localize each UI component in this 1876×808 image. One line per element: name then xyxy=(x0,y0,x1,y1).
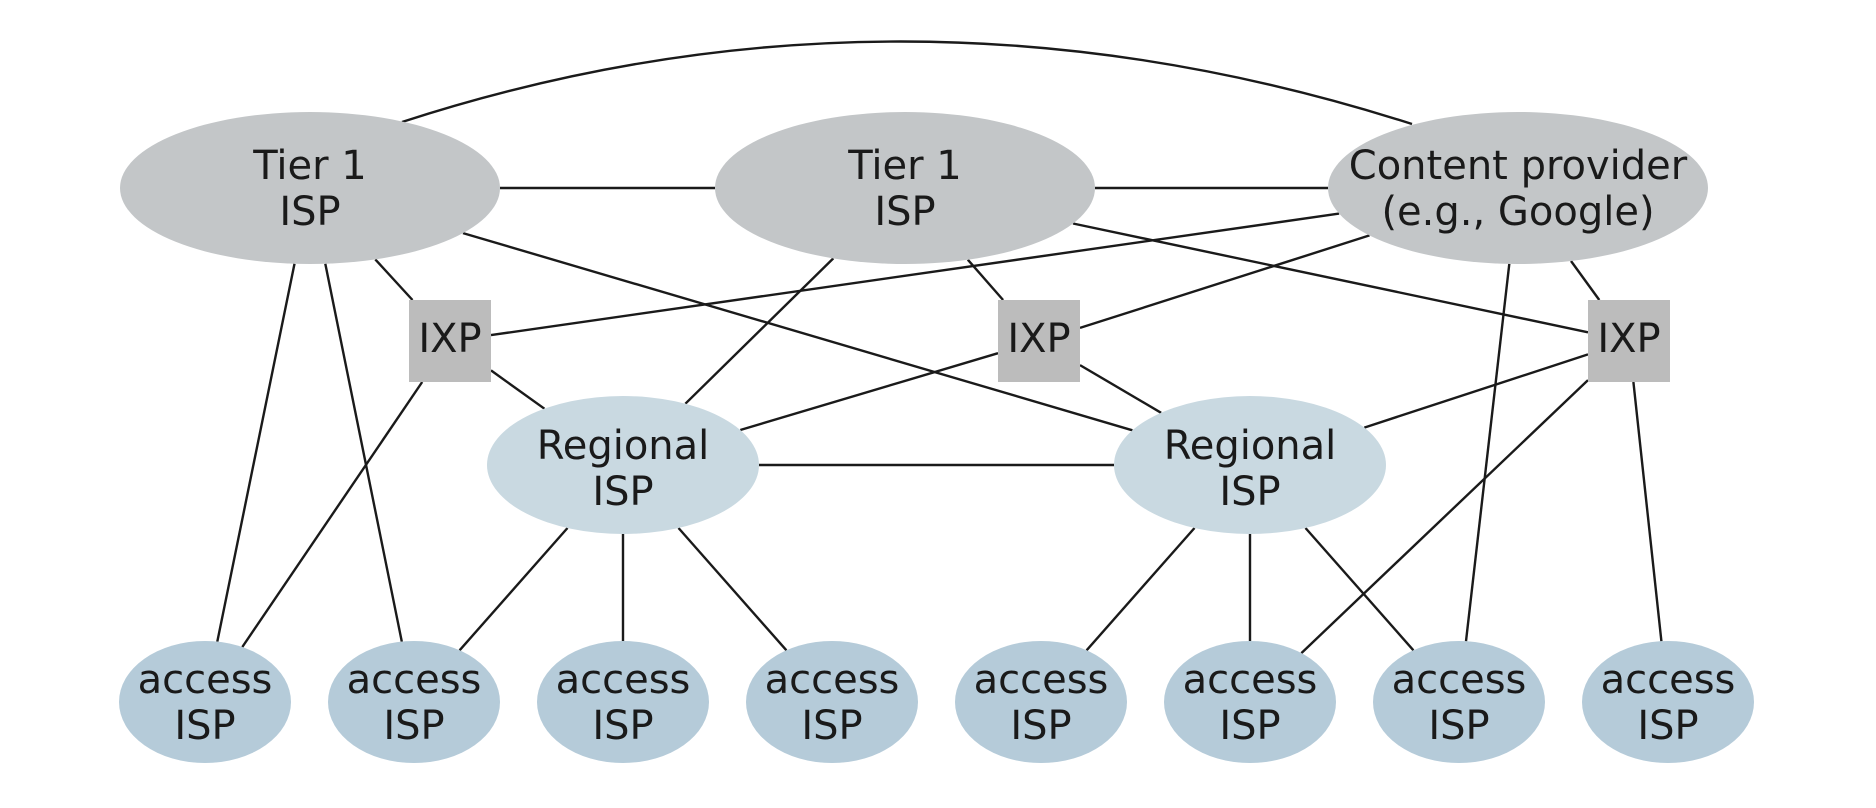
access-isp-8-line2: ISP xyxy=(1637,703,1698,749)
link-ixp-1-to-access-isp-1 xyxy=(241,381,424,648)
access-isp-4-shape xyxy=(746,641,918,763)
tier1-isp-left-shape xyxy=(120,112,500,264)
link-tier1-left-to-content-provider-arc xyxy=(401,40,1413,126)
link-ixp-2-to-regional-isp-1 xyxy=(739,352,999,432)
link-tier1-left-to-ixp-1 xyxy=(374,258,414,301)
links-layer xyxy=(216,40,1663,654)
link-regional-isp-1-to-access-isp-4 xyxy=(677,527,788,652)
access-isp-7: access ISP xyxy=(1373,641,1545,763)
tier1-isp-left-line2: ISP xyxy=(279,189,340,235)
ixp-3-label: IXP xyxy=(1597,316,1660,362)
regional-isp-1-line1: Regional xyxy=(537,423,710,469)
link-content-provider-to-access-isp-7 xyxy=(1464,263,1511,642)
access-isp-8-line1: access xyxy=(1601,657,1736,703)
tier1-isp-left: Tier 1 ISP xyxy=(120,112,500,264)
link-tier1-mid-to-ixp-3 xyxy=(1072,222,1589,334)
link-content-provider-to-ixp-2 xyxy=(1079,234,1370,330)
regional-isp-2-line2: ISP xyxy=(1219,469,1280,515)
regional-isp-2-shape xyxy=(1114,396,1386,534)
ixp-1: IXP xyxy=(409,300,491,382)
tier1-isp-middle-shape xyxy=(715,112,1095,264)
access-isp-1-line2: ISP xyxy=(174,703,235,749)
access-isp-3-line1: access xyxy=(556,657,691,703)
regional-isp-1: Regional ISP xyxy=(487,396,759,534)
link-ixp-2-to-regional-isp-2 xyxy=(1079,364,1162,414)
access-isp-2-line1: access xyxy=(347,657,482,703)
link-ixp-3-to-regional-isp-2 xyxy=(1363,353,1589,429)
link-tier1-mid-to-regional-isp-1 xyxy=(684,257,835,405)
access-isp-6: access ISP xyxy=(1164,641,1336,763)
access-isp-8: access ISP xyxy=(1582,641,1754,763)
access-isp-2-shape xyxy=(328,641,500,763)
content-provider: Content provider (e.g., Google) xyxy=(1328,112,1708,264)
content-provider-line1: Content provider xyxy=(1349,143,1688,189)
link-tier1-left-to-access-isp-2 xyxy=(324,263,403,642)
link-tier1-left-to-access-isp-1 xyxy=(216,263,296,642)
access-isp-1-shape xyxy=(119,641,291,763)
access-isp-3: access ISP xyxy=(537,641,709,763)
ixp-2-label: IXP xyxy=(1007,316,1070,362)
access-isp-3-line2: ISP xyxy=(592,703,653,749)
access-isp-4-line2: ISP xyxy=(801,703,862,749)
access-isp-6-line2: ISP xyxy=(1219,703,1280,749)
access-isp-1-line1: access xyxy=(138,657,273,703)
access-isp-4-line1: access xyxy=(765,657,900,703)
tier1-isp-middle-line2: ISP xyxy=(874,189,935,235)
link-regional-isp-2-to-access-isp-7 xyxy=(1304,527,1415,652)
link-content-provider-to-ixp-1 xyxy=(490,212,1340,337)
tier1-isp-middle-line1: Tier 1 xyxy=(847,143,962,189)
access-isp-6-shape xyxy=(1164,641,1336,763)
access-isp-4: access ISP xyxy=(746,641,918,763)
access-isp-5-line2: ISP xyxy=(1010,703,1071,749)
link-tier1-left-to-regional-isp-2 xyxy=(462,231,1133,432)
access-isp-7-shape xyxy=(1373,641,1545,763)
access-isp-2: access ISP xyxy=(328,641,500,763)
access-isp-8-shape xyxy=(1582,641,1754,763)
access-isp-3-shape xyxy=(537,641,709,763)
tier1-isp-middle: Tier 1 ISP xyxy=(715,112,1095,264)
access-isp-5-shape xyxy=(955,641,1127,763)
ixp-2-box xyxy=(998,300,1080,382)
content-provider-shape xyxy=(1328,112,1708,264)
link-content-provider-to-ixp-3 xyxy=(1570,260,1601,301)
ixp-2: IXP xyxy=(998,300,1080,382)
ixp-3: IXP xyxy=(1588,300,1670,382)
link-ixp-3-to-access-isp-6 xyxy=(1300,379,1589,654)
link-regional-isp-1-to-access-isp-2 xyxy=(458,527,569,652)
access-isp-2-line2: ISP xyxy=(383,703,444,749)
ixp-1-box xyxy=(409,300,491,382)
access-isp-5: access ISP xyxy=(955,641,1127,763)
content-provider-line2: (e.g., Google) xyxy=(1381,189,1654,235)
tier1-isp-left-line1: Tier 1 xyxy=(252,143,367,189)
access-isp-7-line2: ISP xyxy=(1428,703,1489,749)
access-isp-7-line1: access xyxy=(1392,657,1527,703)
access-isp-6-line1: access xyxy=(1183,657,1318,703)
regional-isp-2-line1: Regional xyxy=(1164,423,1337,469)
link-regional-isp-2-to-access-isp-5 xyxy=(1085,527,1196,652)
regional-isp-1-line2: ISP xyxy=(592,469,653,515)
regional-isp-2: Regional ISP xyxy=(1114,396,1386,534)
ixp-3-box xyxy=(1588,300,1670,382)
regional-isp-1-shape xyxy=(487,396,759,534)
access-isp-5-line1: access xyxy=(974,657,1109,703)
ixp-1-label: IXP xyxy=(418,316,481,362)
link-ixp-1-to-regional-isp-1 xyxy=(490,369,546,410)
link-ixp-3-to-access-isp-8 xyxy=(1632,381,1663,642)
access-isp-1: access ISP xyxy=(119,641,291,763)
nodes-layer: Tier 1 ISP Tier 1 ISP Content provider (… xyxy=(119,112,1754,763)
